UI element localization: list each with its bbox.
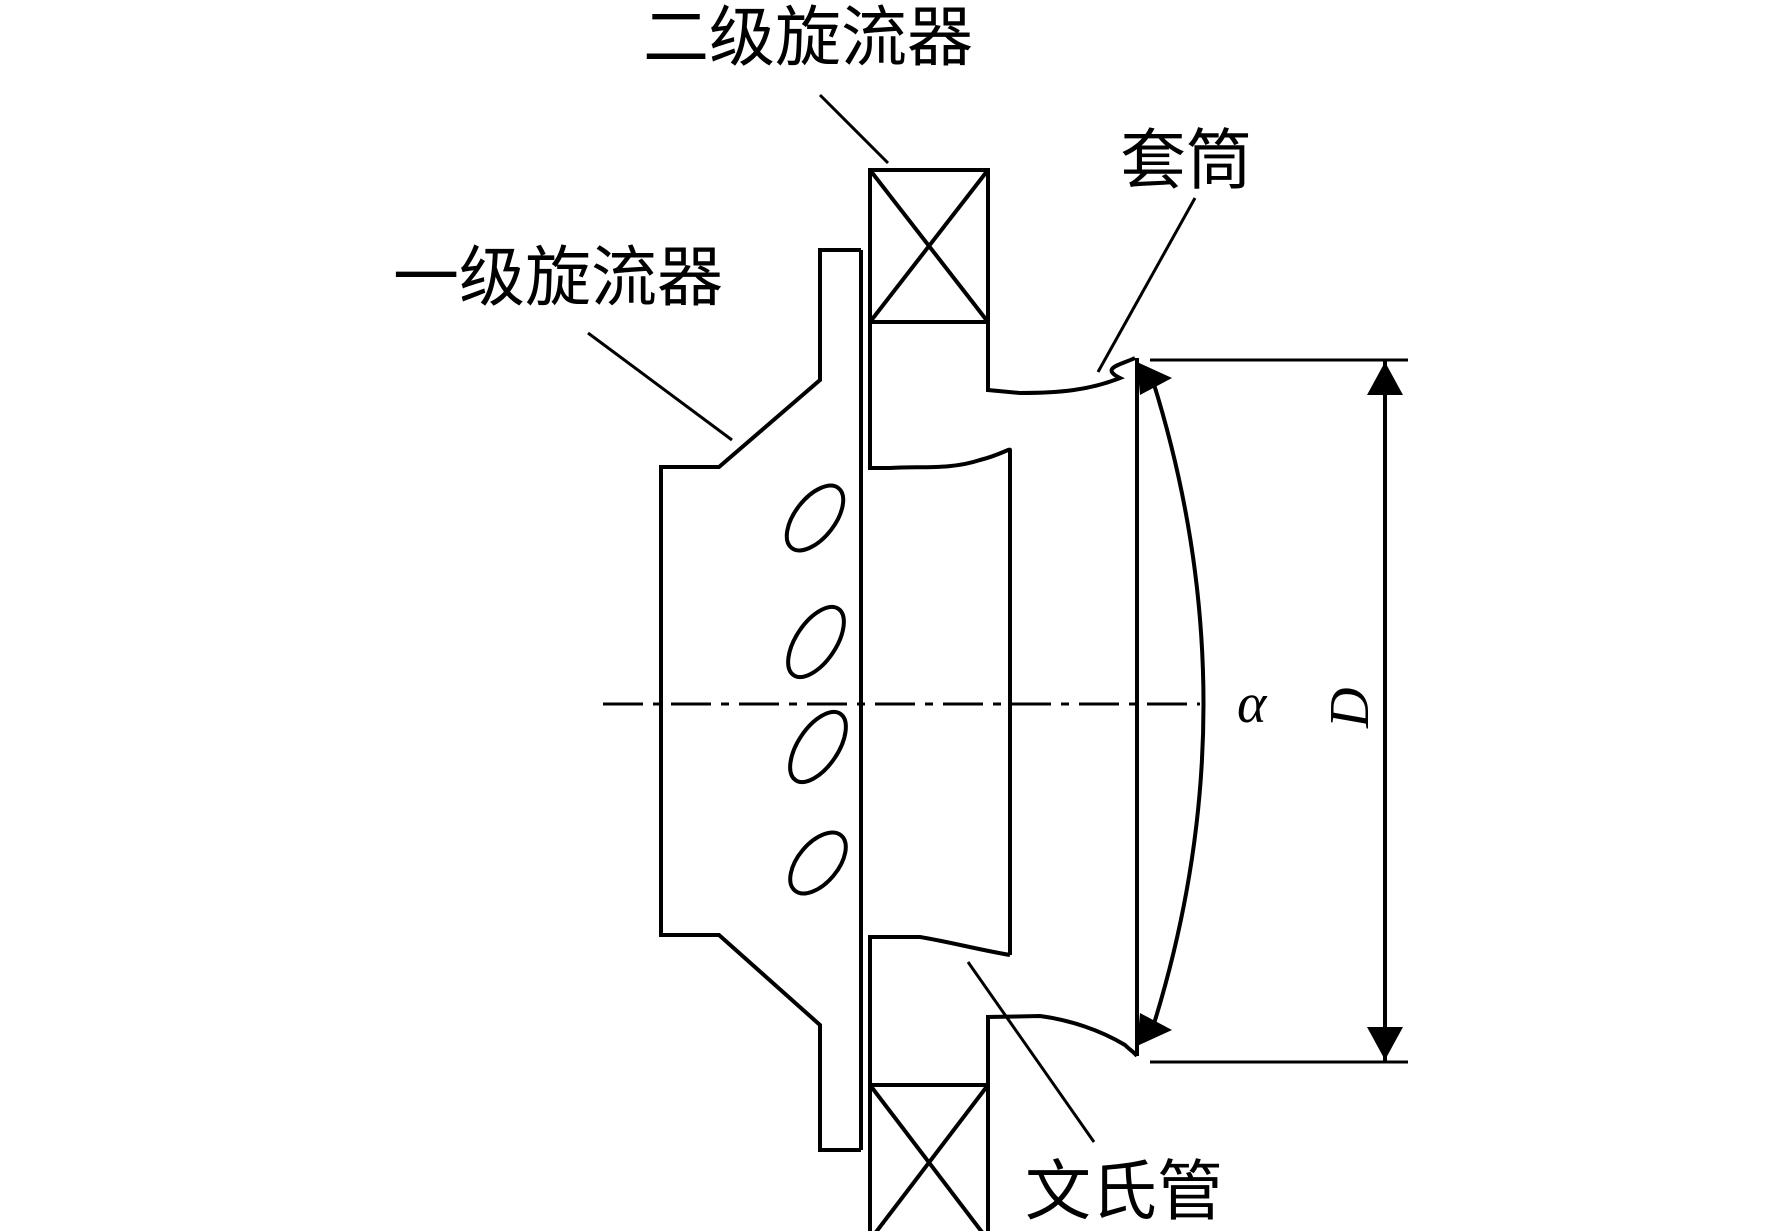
- secondary-swirler-bottom-box: [868, 1083, 990, 1231]
- swirl-hole: [786, 605, 846, 679]
- angle-arrowhead-top: [1137, 362, 1172, 395]
- swirl-hole: [788, 710, 848, 784]
- primary-swirler-body: [659, 248, 861, 1152]
- secondary-swirler-top-box: [868, 168, 990, 324]
- swirl-hole: [788, 830, 848, 896]
- leader-sleeve: [1096, 197, 1197, 373]
- leader-secondary-swirler: [818, 93, 890, 165]
- leader-venturi: [966, 961, 1096, 1143]
- label-primary-swirler: 一级旋流器: [393, 239, 723, 316]
- label-venturi: 文氏管: [1025, 1153, 1223, 1230]
- label-secondary-swirler: 二级旋流器: [643, 0, 973, 76]
- label-angle: α: [1237, 673, 1268, 735]
- sleeve-wall-bottom: [986, 1013, 1139, 1085]
- venturi-wall-bottom: [868, 935, 1011, 1085]
- swirl-hole: [784, 483, 846, 553]
- diameter-arrowhead-bottom: [1367, 1027, 1403, 1060]
- label-sleeve: 套筒: [1120, 122, 1252, 199]
- spray-angle-arc: [1150, 377, 1206, 1031]
- sleeve-wall-top: [986, 322, 1136, 396]
- diameter-arrowhead-top: [1367, 362, 1403, 395]
- label-diameter: D: [1319, 688, 1381, 729]
- angle-arrowhead-bottom: [1137, 1013, 1172, 1046]
- venturi-wall-top: [868, 322, 1012, 470]
- leader-primary-swirler: [587, 331, 733, 442]
